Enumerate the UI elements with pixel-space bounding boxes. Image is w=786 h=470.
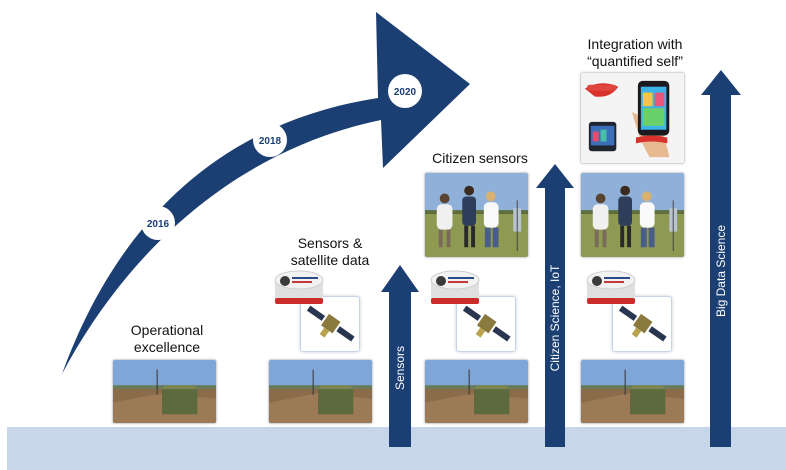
citizen-science-arrow-label: Citizen Science, IoT [548,264,562,372]
stage-caption-quantified-self: Integration with “quantified self” [587,36,683,69]
field-station-photo [424,359,529,424]
sensors-arrow [381,265,419,447]
satellite-image [456,296,516,352]
stage-caption-citizen: Citizen sensors [432,150,528,166]
big-data-arrow [701,70,741,447]
citizen-group-photo [424,172,529,258]
citizen-group-photo [580,172,685,258]
sensors-arrow-label: Sensors [393,345,407,391]
quantified-self-photo [580,72,685,164]
citizen-science-arrow [536,164,574,447]
sensor-device-image [427,268,483,312]
year-label: 2018 [259,136,282,147]
field-station-photo [112,359,217,424]
year-marker-2020: 2020 [388,74,422,108]
sensor-device-image [271,268,327,312]
satellite-image [300,296,360,352]
field-station-photo [268,359,373,424]
field-station-photo [580,359,685,424]
sensor-device-image [583,268,639,312]
big-data-arrow-label: Big Data Science [714,224,728,318]
year-marker-2016: 2016 [141,206,175,240]
stage-caption-sensors-satellite: Sensors & satellite data [290,235,370,268]
satellite-image [612,296,672,352]
year-label: 2020 [394,87,417,98]
year-marker-2018: 2018 [253,123,287,157]
stage-caption-operational: Operational excellence [130,322,204,355]
year-label: 2016 [147,219,170,230]
